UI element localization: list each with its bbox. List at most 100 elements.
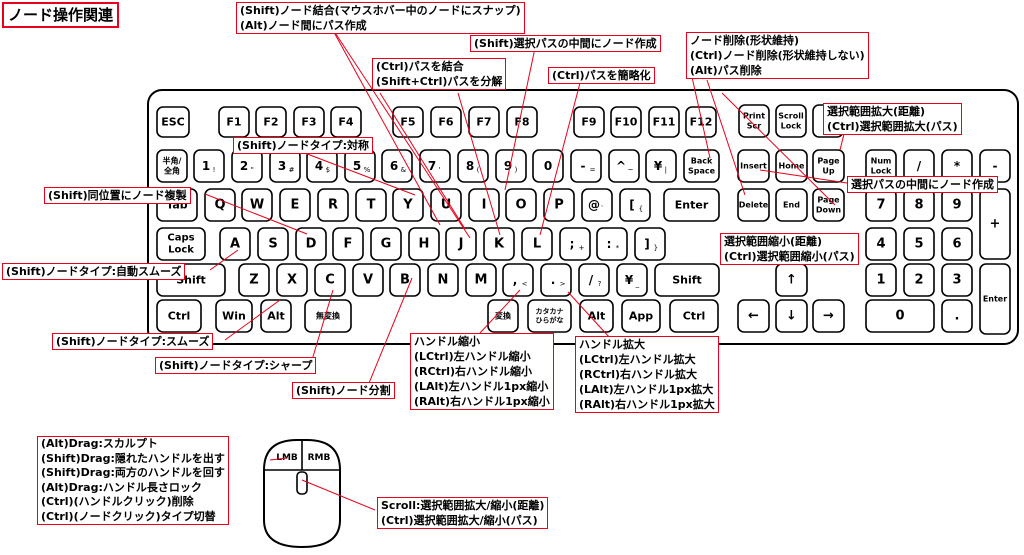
key-a[interactable]: A [219,227,251,261]
key-alt-l[interactable]: Alt [260,299,292,333]
key-i[interactable]: I [468,188,500,222]
key-f12[interactable]: F12 [685,106,717,138]
key-h[interactable]: H [408,227,440,261]
key-hankaku[interactable]: 半角/全角 [156,149,188,183]
key-z[interactable]: Z [238,263,270,297]
key-kp8[interactable]: 8 [903,188,935,222]
key-right[interactable]: → [812,299,845,333]
key-ctrl-l[interactable]: Ctrl [156,299,202,333]
key-v[interactable]: V [352,263,384,297]
key-henkan[interactable]: 変換 [487,299,519,333]
key-f3[interactable]: F3 [293,106,325,138]
key-w[interactable]: W [241,188,273,222]
key-star[interactable]: * [941,149,973,183]
key-kp5[interactable]: 5 [903,227,935,261]
key-bracket-r[interactable]: ]} [634,227,666,261]
key-m[interactable]: M [465,263,497,297]
key-kpplus[interactable]: + [979,188,1011,260]
key-d[interactable]: D [295,227,327,261]
key-kpdot[interactable]: . [941,299,973,333]
key-bracket-l[interactable]: [{ [619,188,651,222]
key-y[interactable]: Y [392,188,424,222]
key-kp3[interactable]: 3 [941,263,973,297]
key-f6[interactable]: F6 [430,106,462,138]
key-n7[interactable]: 7' [419,149,451,183]
key-n4[interactable]: 4$ [306,149,338,183]
key-f1[interactable]: F1 [218,106,250,138]
key-t[interactable]: T [355,188,387,222]
key-kp4[interactable]: 4 [865,227,897,261]
key-kp2[interactable]: 2 [903,263,935,297]
key-app[interactable]: App [621,299,661,333]
key-home[interactable]: Home [775,149,808,183]
key-x[interactable]: X [276,263,308,297]
key-comma[interactable]: ,< [502,263,534,297]
key-win[interactable]: Win [215,299,253,333]
key-r[interactable]: R [317,188,349,222]
key-e[interactable]: E [279,188,311,222]
key-delete[interactable]: Delete [737,188,770,222]
key-f2[interactable]: F2 [255,106,287,138]
key-f[interactable]: F [332,227,364,261]
key-f5[interactable]: F5 [392,106,424,138]
key-shift-r[interactable]: Shift [654,263,720,297]
key-up[interactable]: ↑ [775,263,808,297]
key-at[interactable]: @` [581,188,613,222]
key-kp0[interactable]: 0 [865,299,935,333]
key-c[interactable]: C [314,263,346,297]
key-period[interactable]: .> [540,263,572,297]
key-p[interactable]: P [543,188,575,222]
key-caret[interactable]: ^~ [608,149,640,183]
key-enter[interactable]: Enter [663,188,720,222]
key-semicolon[interactable]: ;+ [559,227,591,261]
key-b[interactable]: B [389,263,421,297]
key-kp1[interactable]: 1 [865,263,897,297]
key-f4[interactable]: F4 [330,106,362,138]
key-minus[interactable]: -= [570,149,602,183]
key-f9[interactable]: F9 [573,106,605,138]
key-muhenkan[interactable]: 無変換 [304,299,352,333]
key-s[interactable]: S [257,227,289,261]
key-n3[interactable]: 3# [269,149,301,183]
key-kp6[interactable]: 6 [941,227,973,261]
key-yen[interactable]: ¥| [645,149,677,183]
key-n8[interactable]: 8( [457,149,489,183]
key-n9[interactable]: 9) [495,149,527,183]
key-insert[interactable]: Insert [737,149,770,183]
key-colon[interactable]: :* [596,227,628,261]
key-down[interactable]: ↓ [775,299,808,333]
key-cap [812,299,845,333]
key-kp7[interactable]: 7 [865,188,897,222]
key-n0[interactable]: 0 [532,149,564,183]
key-esc[interactable]: ESC [156,106,190,138]
key-g[interactable]: G [370,227,402,261]
key-kpenter[interactable]: Enter [979,263,1011,335]
key-f11[interactable]: F11 [648,106,680,138]
key-end[interactable]: End [775,188,808,222]
key-backslash[interactable]: ¥_ [616,263,648,297]
key-n[interactable]: N [427,263,459,297]
key-j[interactable]: J [445,227,477,261]
key-slash2[interactable]: /? [578,263,610,297]
key-k[interactable]: K [483,227,515,261]
key-o[interactable]: O [505,188,537,222]
key-f7[interactable]: F7 [468,106,500,138]
key-n1[interactable]: 1! [193,149,225,183]
key-l[interactable]: L [521,227,553,261]
key-left[interactable]: ← [737,299,770,333]
key-alt-r[interactable]: Alt [579,299,614,333]
key-n6[interactable]: 6& [381,149,413,183]
key-q[interactable]: Q [204,188,236,222]
key-n5[interactable]: 5% [344,149,376,183]
key-kp9[interactable]: 9 [941,188,973,222]
key-ctrl-r[interactable]: Ctrl [669,299,719,333]
key-f10[interactable]: F10 [610,106,642,138]
key-n2[interactable]: 2" [231,149,263,183]
